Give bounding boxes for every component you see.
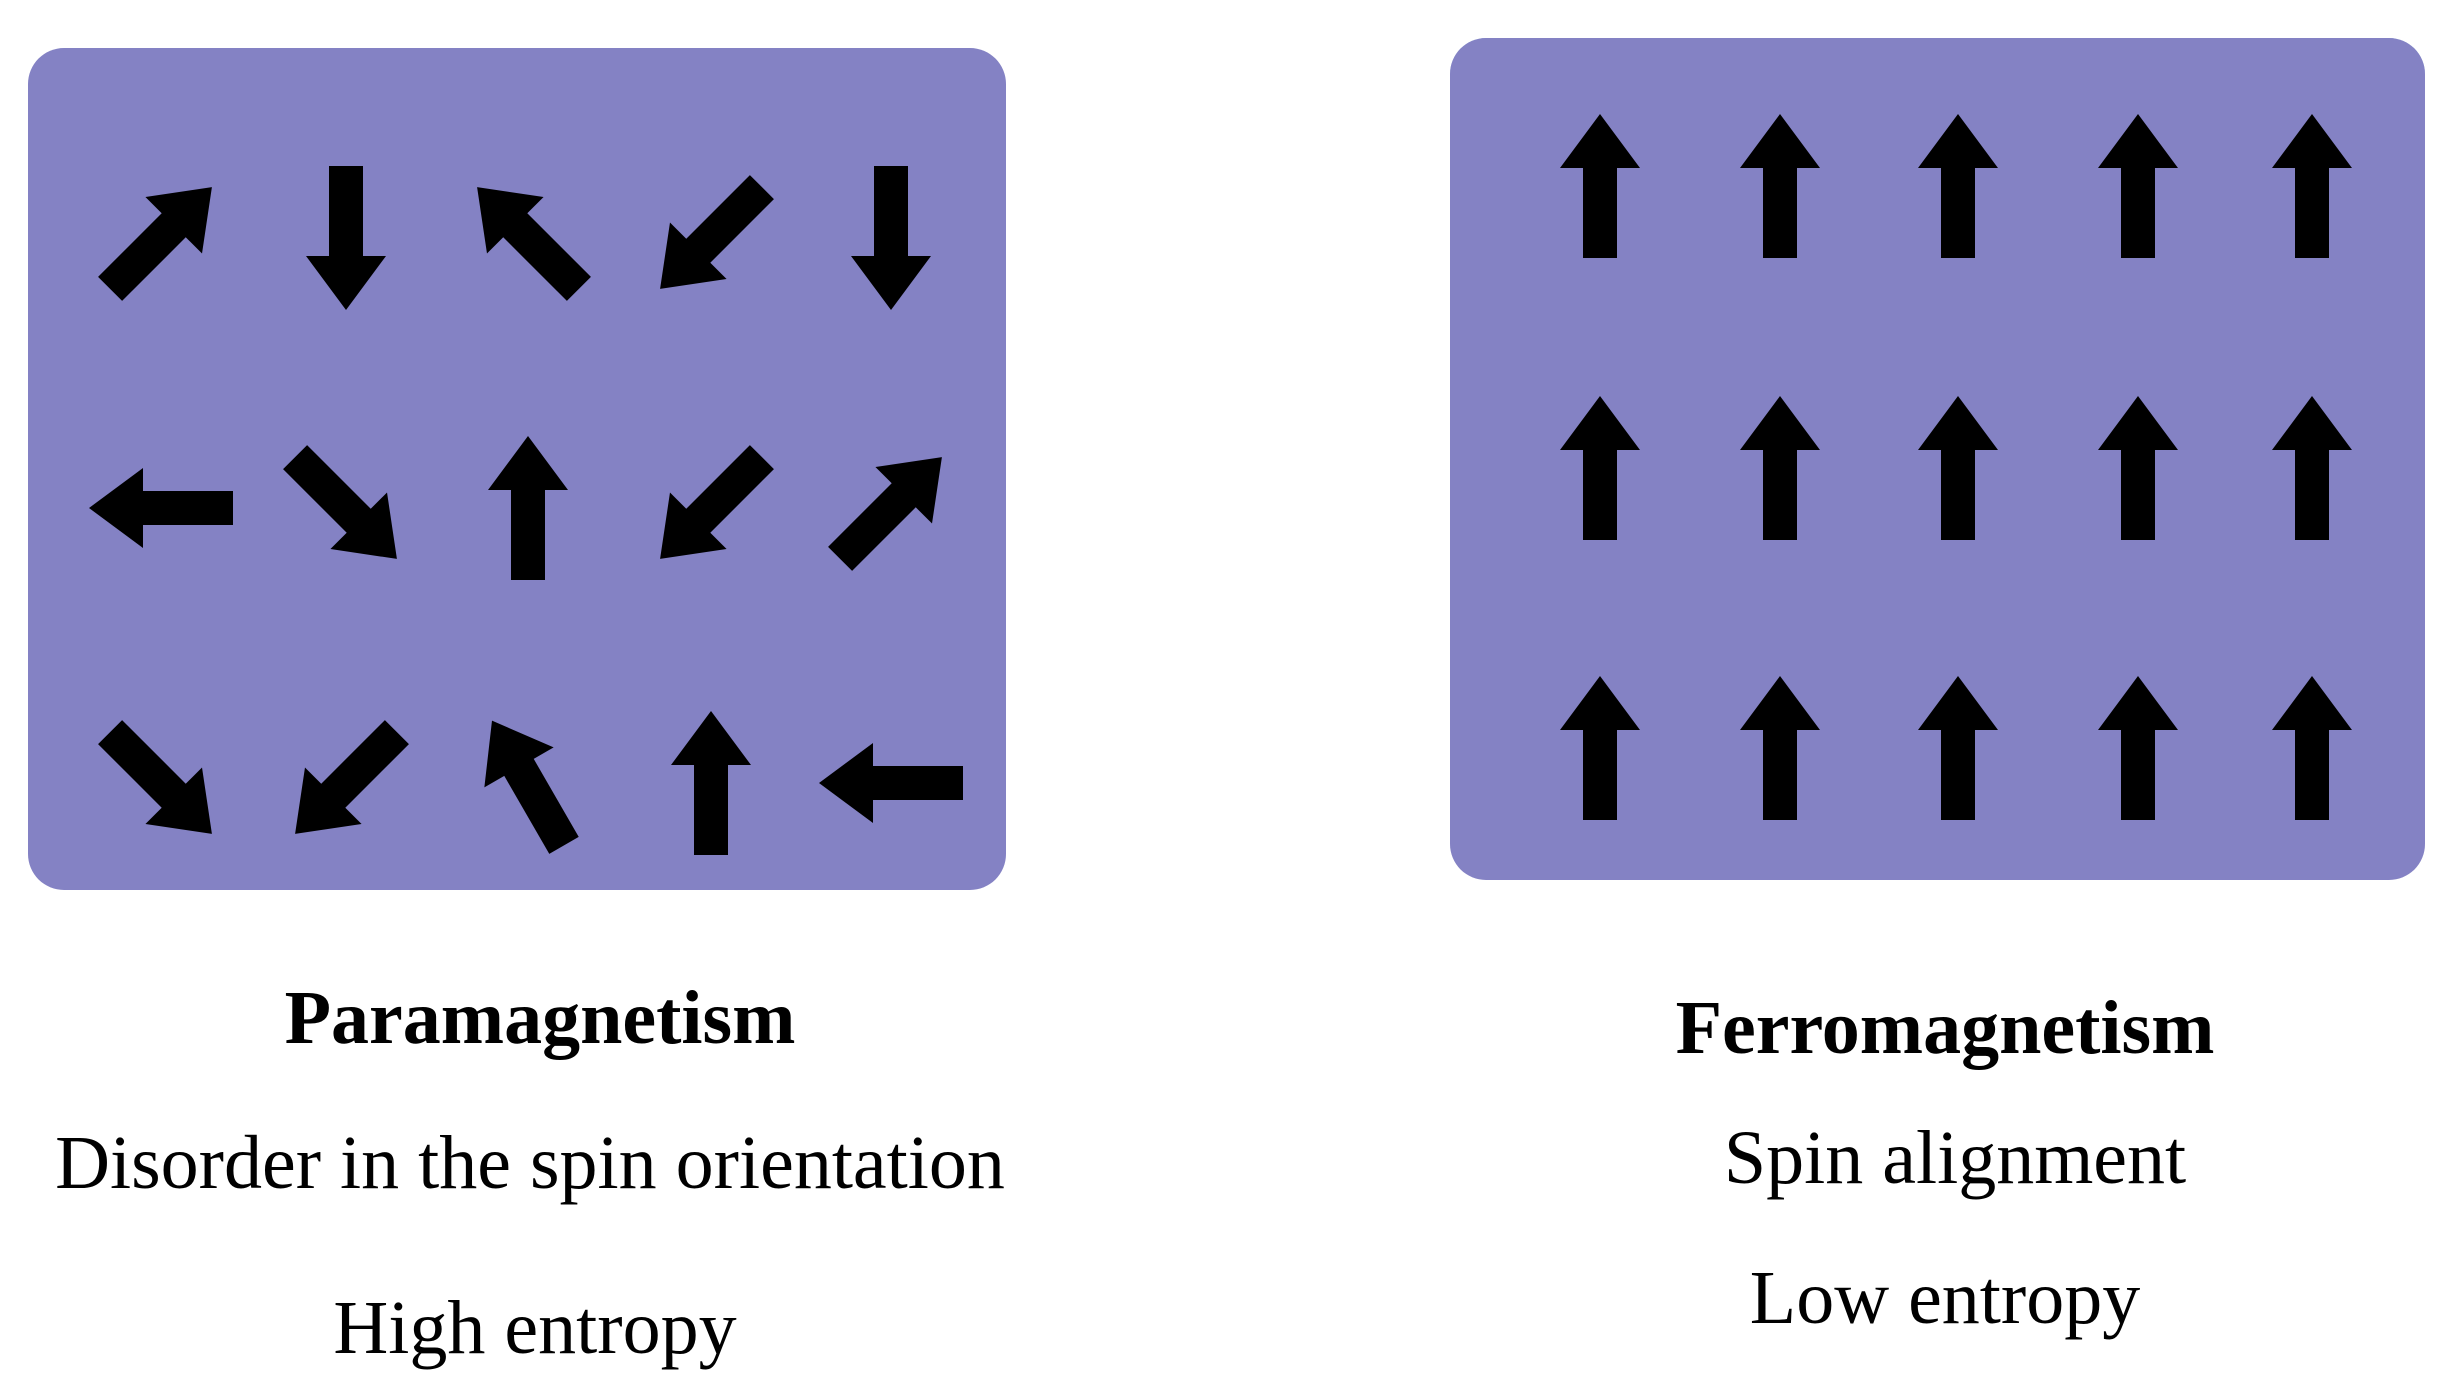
ferromagnetism-spin-arrow-r3-c2 — [1740, 676, 1820, 820]
paramagnetism-spin-arrow-r1-c4 — [660, 175, 774, 289]
paramagnetism-spin-arrow-r2-c5 — [828, 457, 942, 571]
ferromagnetism-spin-arrow-r1-c1 — [1560, 114, 1640, 258]
paramagnetism-spin-arrow-r1-c5 — [851, 166, 931, 310]
paramagnetism-title: Paramagnetism — [284, 976, 796, 1060]
ferromagnetism-spin-arrow-r1-c4 — [2098, 114, 2178, 258]
ferromagnetism-spin-arrow-r1-c5 — [2272, 114, 2352, 258]
paramagnetism-spin-arrow-r2-c2 — [283, 445, 397, 559]
paramagnetism-spin-arrow-r3-c2 — [295, 720, 409, 834]
paramagnetism-description: Disorder in the spin orientation — [55, 1121, 1005, 1205]
paramagnetism-spin-arrow-r1-c3 — [477, 187, 591, 301]
ferromagnetism-entropy: Low entropy — [1749, 1256, 2141, 1340]
paramagnetism-spin-arrow-r1-c2 — [306, 166, 386, 310]
ferromagnetism-description: Spin alignment — [1723, 1116, 2187, 1200]
ferromagnetism-title: Ferromagnetism — [1675, 986, 2215, 1070]
ferromagnetism-spin-arrow-r3-c4 — [2098, 676, 2178, 820]
ferromagnetism-spin-arrow-r1-c2 — [1740, 114, 1820, 258]
ferromagnetism-spin-arrow-r3-c5 — [2272, 676, 2352, 820]
paramagnetism-spin-arrow-r3-c4 — [671, 711, 751, 855]
ferromagnetism-spin-arrow-r2-c1 — [1560, 396, 1640, 540]
ferromagnetism-spin-arrow-r1-c3 — [1918, 114, 1998, 258]
paramagnetism-spin-arrow-r2-c4 — [660, 445, 774, 559]
ferromagnetism-spin-lattice — [1450, 38, 2425, 880]
ferromagnetism-spin-arrow-r2-c4 — [2098, 396, 2178, 540]
paramagnetism-spin-arrow-r2-c3 — [488, 436, 568, 580]
paramagnetism-spin-lattice — [28, 48, 1006, 890]
ferromagnetism-panel — [1450, 38, 2425, 880]
ferromagnetism-spin-arrow-r3-c1 — [1560, 676, 1640, 820]
paramagnetism-spin-arrow-r2-c1 — [89, 468, 233, 548]
paramagnetism-spin-arrow-r3-c3 — [484, 720, 579, 854]
ferromagnetism-spin-arrow-r2-c5 — [2272, 396, 2352, 540]
paramagnetism-spin-arrow-r3-c5 — [819, 743, 963, 823]
ferromagnetism-spin-arrow-r2-c2 — [1740, 396, 1820, 540]
ferromagnetism-spin-arrow-r3-c3 — [1918, 676, 1998, 820]
paramagnetism-spin-arrow-r1-c1 — [98, 187, 212, 301]
ferromagnetism-spin-arrow-r2-c3 — [1918, 396, 1998, 540]
paramagnetism-spin-arrow-r3-c1 — [98, 720, 212, 834]
paramagnetism-entropy: High entropy — [333, 1286, 737, 1370]
paramagnetism-panel — [28, 48, 1006, 890]
